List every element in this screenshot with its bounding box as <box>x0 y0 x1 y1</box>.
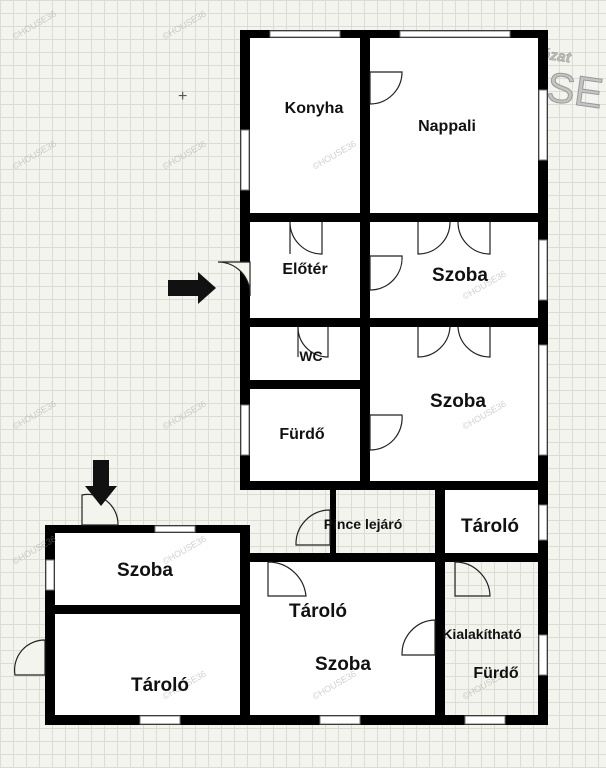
window <box>538 634 548 676</box>
door-tarolo-szoba <box>267 561 307 597</box>
window <box>319 715 361 725</box>
room-label-tarolo: Tároló <box>288 601 348 622</box>
door-szoba2 <box>417 326 491 358</box>
left-floor <box>55 533 240 715</box>
door-nappali <box>369 71 403 105</box>
wall <box>240 318 548 327</box>
door-furdo <box>369 414 403 451</box>
window <box>240 129 250 191</box>
wall <box>240 30 250 490</box>
window <box>399 30 511 38</box>
left-side-door <box>13 639 46 676</box>
crosshair-icon: + <box>178 88 188 105</box>
room-label-nappali: Nappali <box>418 118 476 135</box>
window <box>154 525 196 533</box>
door-eloter <box>289 221 323 255</box>
room-label-wc: WC <box>299 348 323 364</box>
room-label-furdo: Fürdő <box>473 665 519 682</box>
tarolo-szoba-floor <box>250 562 435 715</box>
entrance-arrow-icon <box>168 272 216 304</box>
window <box>538 504 548 541</box>
window <box>538 344 548 456</box>
wall <box>240 553 548 562</box>
wall <box>330 490 336 560</box>
wall <box>360 30 370 490</box>
room-label-tarolo: Tároló <box>130 675 190 696</box>
door-eloter-szoba <box>369 255 403 291</box>
room-label-konyha: Konyha <box>284 100 344 117</box>
room-label-szoba: Szoba <box>430 391 486 412</box>
window <box>240 404 250 456</box>
wall <box>435 490 445 725</box>
room-label-furdo: Fürdő <box>279 426 325 443</box>
door-wc <box>297 326 329 358</box>
wall <box>45 525 250 533</box>
room-label-eloter: Előtér <box>282 261 328 278</box>
wall <box>45 605 250 614</box>
window <box>538 89 548 161</box>
room-label-tarolo: Tároló <box>460 516 520 537</box>
wall <box>240 481 548 490</box>
room-floors <box>55 38 538 715</box>
window <box>139 715 181 725</box>
room-label-szoba: Szoba <box>432 265 488 286</box>
left-entrance-door <box>81 493 119 526</box>
room-label-pince-lejaro: Pince lejáró <box>323 516 403 532</box>
wall <box>45 715 548 725</box>
room-label-kialakithato: Kialakítható <box>442 626 522 642</box>
window <box>538 239 548 301</box>
doors <box>13 71 491 676</box>
wall <box>240 525 250 725</box>
entrance-arrow-icon <box>85 460 117 506</box>
door-pince <box>295 509 331 546</box>
room-label-szoba: Szoba <box>315 654 371 675</box>
window <box>269 30 341 38</box>
door-szoba1 <box>417 221 491 255</box>
wall <box>240 380 370 389</box>
tarolo-floor <box>445 490 538 553</box>
wall <box>240 213 548 222</box>
wall <box>45 525 55 725</box>
entrance-door <box>217 261 251 297</box>
room-label-szoba: Szoba <box>117 560 173 581</box>
wall <box>240 30 548 38</box>
windows <box>45 30 548 725</box>
entrance-arrows <box>85 272 216 506</box>
window <box>464 715 506 725</box>
door-kialakithato <box>401 619 436 656</box>
door-tarolo <box>454 561 491 597</box>
window <box>45 559 55 591</box>
